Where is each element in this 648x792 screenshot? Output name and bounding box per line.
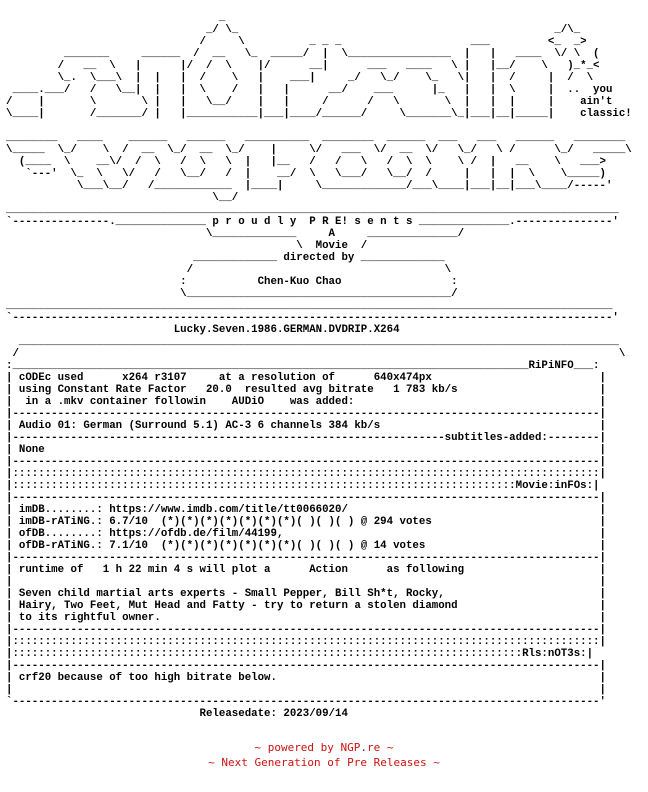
nfo-text: _ _/ \_ _/\_ / \ _ _ _ ___ <_ _> _______ bbox=[6, 12, 632, 720]
powered-by-line: ~ powered by NGP.re ~ bbox=[254, 741, 394, 754]
tagline: ~ Next Generation of Pre Releases ~ bbox=[208, 756, 440, 769]
footer: ~ powered by NGP.re ~ ~ Next Generation … bbox=[0, 740, 648, 770]
